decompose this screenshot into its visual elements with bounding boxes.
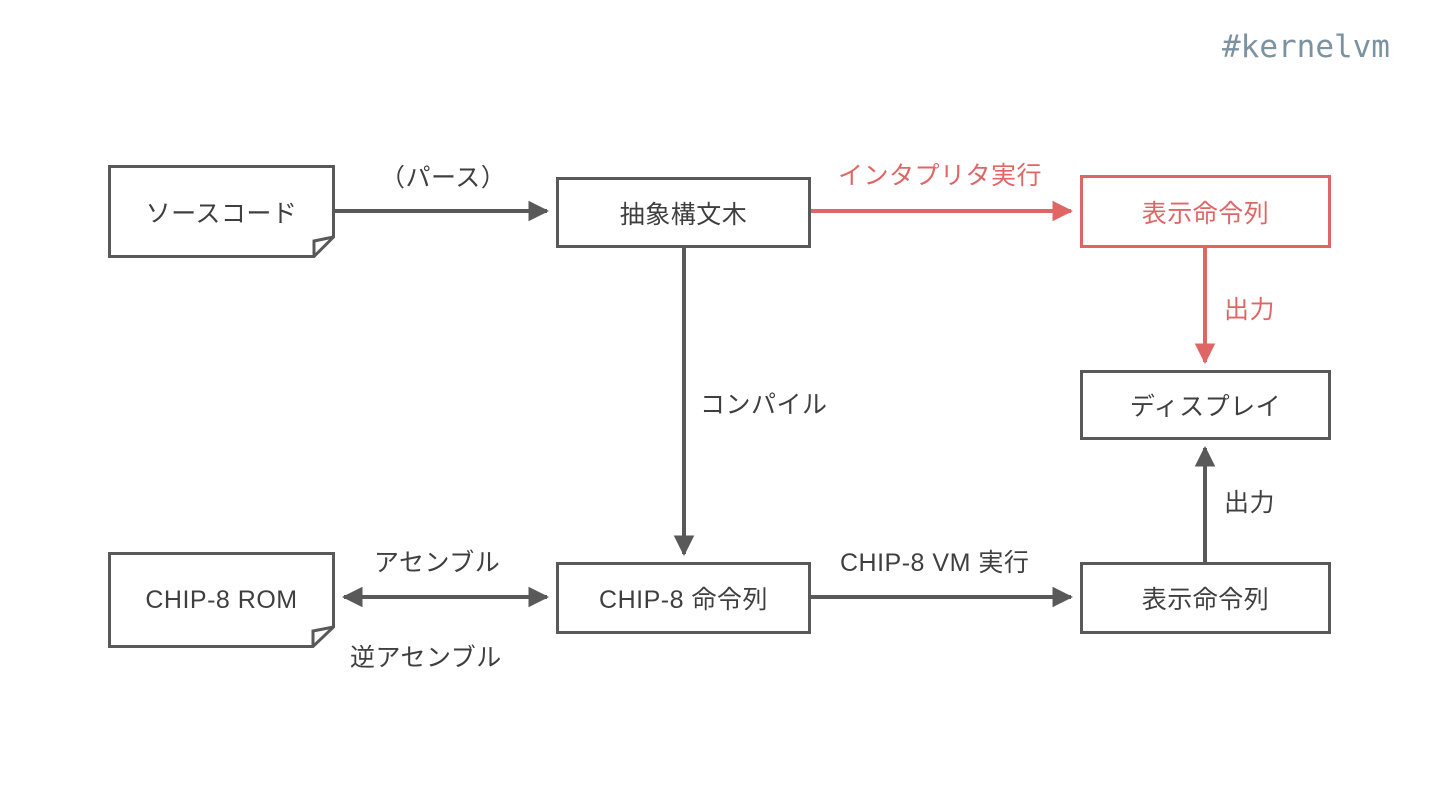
node-chip8-rom[interactable]: CHIP-8 ROM <box>108 552 335 648</box>
node-display-instructions-vm[interactable]: 表示命令列 <box>1080 562 1331 634</box>
edge-label-parse: （パース） <box>380 164 507 192</box>
node-chip8-instructions[interactable]: CHIP-8 命令列 <box>556 562 811 634</box>
node-label-chip8-instructions: CHIP-8 命令列 <box>599 586 768 614</box>
document-shape-icon <box>108 165 335 258</box>
node-label-display: ディスプレイ <box>1129 393 1282 421</box>
node-abstract-syntax-tree[interactable]: 抽象構文木 <box>556 177 811 248</box>
edge-label-assemble: アセンブル <box>374 549 501 577</box>
node-label-source-code: ソースコード <box>145 199 298 228</box>
node-display-instructions-interpreted[interactable]: 表示命令列 <box>1080 175 1331 248</box>
edge-label-compile: コンパイル <box>700 391 828 419</box>
edge-label-disassemble: 逆アセンブル <box>350 644 502 672</box>
document-shape-icon <box>108 552 335 648</box>
node-label-display-instructions-interpreted: 表示命令列 <box>1141 199 1270 228</box>
node-source-code[interactable]: ソースコード <box>108 165 335 258</box>
edge-label-chip8-vm-run: CHIP-8 VM 実行 <box>840 549 1030 577</box>
node-label-display-instructions-vm: 表示命令列 <box>1141 586 1270 614</box>
edge-label-output-top: 出力 <box>1224 296 1276 324</box>
node-label-abstract-syntax-tree: 抽象構文木 <box>619 200 748 229</box>
edge-label-output-bottom: 出力 <box>1224 489 1276 517</box>
kernelvm-watermark: #kernelvm <box>1222 29 1390 65</box>
node-label-chip8-rom: CHIP-8 ROM <box>145 585 298 614</box>
edge-label-interpreter-run: インタプリタ実行 <box>838 162 1043 190</box>
node-display[interactable]: ディスプレイ <box>1080 370 1331 440</box>
